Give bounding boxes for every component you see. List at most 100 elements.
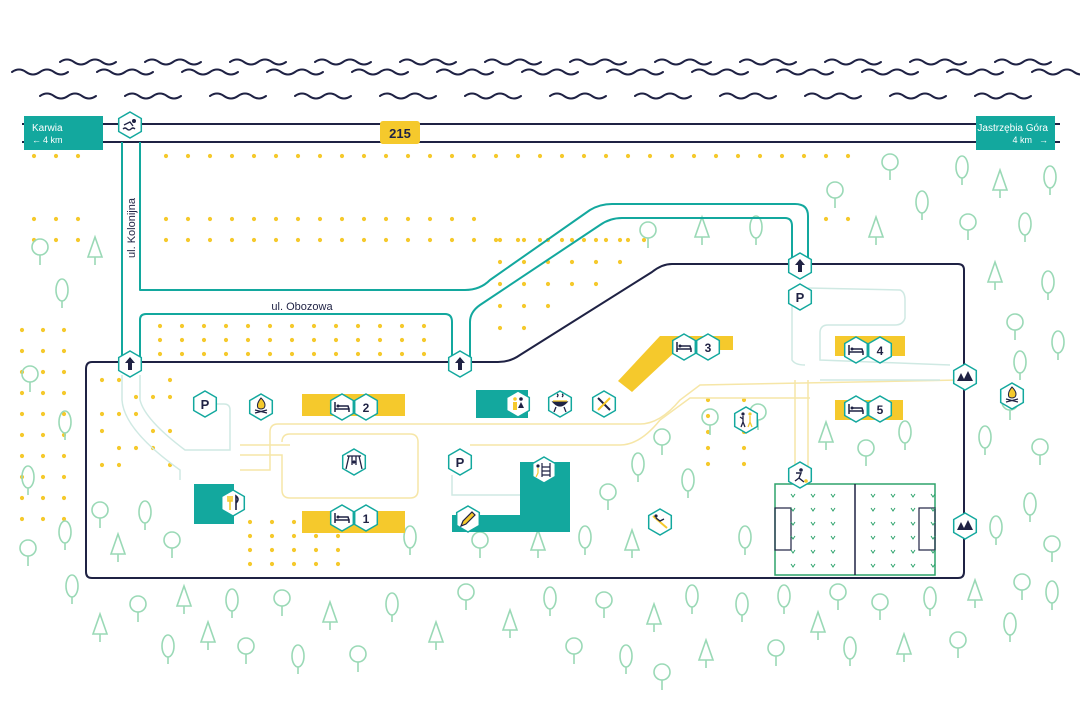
tree (471, 531, 489, 558)
building-4-number-marker[interactable] (867, 336, 893, 364)
building-3-number-marker[interactable] (695, 333, 721, 361)
wave (399, 58, 457, 66)
tree (767, 639, 785, 666)
tree (697, 637, 715, 668)
dot (361, 237, 367, 243)
tree (163, 531, 181, 558)
building-5-number-marker[interactable] (867, 395, 893, 423)
parking-east-marker[interactable] (787, 283, 813, 311)
toilets-marker[interactable] (505, 390, 531, 418)
tree (595, 591, 613, 618)
tree (867, 214, 885, 245)
dot (471, 153, 477, 159)
dot (705, 461, 711, 467)
tree (457, 583, 475, 610)
wave (634, 92, 692, 100)
dot (545, 303, 551, 309)
campsite-boundary (85, 263, 965, 579)
dot (317, 216, 323, 222)
road-number: 215 (389, 126, 411, 141)
building-number-1: 1 (363, 512, 370, 526)
dot (179, 323, 185, 329)
dot (19, 390, 25, 396)
tree (817, 419, 835, 450)
bed-icon (848, 404, 864, 414)
building-1-bed-marker[interactable] (329, 504, 355, 532)
footpaths (121, 287, 961, 499)
dot (40, 390, 46, 396)
wave (144, 58, 202, 66)
building-2-number-marker[interactable] (353, 393, 379, 421)
parking-west-marker[interactable] (192, 390, 218, 418)
building-5-bed-marker[interactable] (843, 395, 869, 423)
dot (471, 216, 477, 222)
tree (623, 527, 641, 558)
building-number-5: 5 (877, 403, 884, 417)
dot (421, 337, 427, 343)
pitch-grass (790, 493, 936, 568)
tree (895, 631, 913, 662)
dot (355, 323, 361, 329)
climbing-marker[interactable] (531, 456, 557, 484)
dot (617, 259, 623, 265)
tree (1013, 350, 1027, 380)
dot (40, 516, 46, 522)
dot (99, 411, 105, 417)
dot (201, 337, 207, 343)
tree (693, 214, 711, 245)
wave (719, 92, 777, 100)
dot (185, 237, 191, 243)
dot (845, 216, 851, 222)
dot (223, 323, 229, 329)
beach-marker[interactable] (117, 111, 143, 139)
dot (229, 216, 235, 222)
tree (21, 365, 39, 392)
wave (379, 92, 437, 100)
dot (361, 216, 367, 222)
dot (185, 216, 191, 222)
wave (569, 58, 627, 66)
dot (40, 495, 46, 501)
tree (1013, 573, 1031, 600)
grass-tuft (910, 535, 916, 540)
building-1-number-marker[interactable] (353, 504, 379, 532)
dot (625, 237, 631, 243)
dot (133, 411, 139, 417)
parking-label-east: P (796, 290, 805, 305)
dot (40, 411, 46, 417)
parking-central-marker[interactable] (447, 448, 473, 476)
parking-label-west: P (201, 397, 210, 412)
football-icon (794, 468, 808, 483)
wave (266, 68, 324, 76)
tree (681, 468, 695, 498)
building-2-bed-marker[interactable] (329, 393, 355, 421)
tree (86, 234, 104, 265)
dot (295, 216, 301, 222)
grass-tuft (930, 535, 936, 540)
dot (313, 547, 319, 553)
dot (405, 237, 411, 243)
restaurant-marker[interactable] (220, 489, 246, 517)
dot (291, 533, 297, 539)
grass-tuft (830, 549, 836, 554)
dot (383, 237, 389, 243)
tree (565, 637, 583, 664)
dot (449, 153, 455, 159)
building-3-bed-marker[interactable] (671, 333, 697, 361)
wave (314, 58, 372, 66)
tree (1045, 580, 1059, 610)
dot (61, 369, 67, 375)
tree (599, 483, 617, 510)
building-4-bed-marker[interactable] (843, 336, 869, 364)
dance-marker[interactable] (733, 406, 759, 434)
dot (705, 397, 711, 403)
tents-icon (957, 371, 973, 381)
cutlery-icon (227, 494, 239, 510)
dot (421, 323, 427, 329)
grass-tuft (790, 521, 796, 526)
dot (167, 428, 173, 434)
wave (606, 68, 664, 76)
dot (521, 259, 527, 265)
tree (735, 592, 749, 622)
dot (157, 323, 163, 329)
